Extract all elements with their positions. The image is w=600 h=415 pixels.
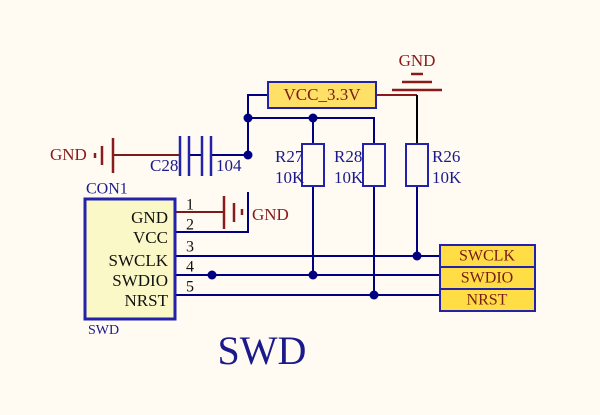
port-nrst-box[interactable] bbox=[439, 288, 536, 312]
resistor-r27-value: 10K bbox=[275, 168, 305, 187]
capacitor-104-label: 104 bbox=[216, 156, 242, 175]
connector-pin-label-2: VCC bbox=[133, 228, 168, 247]
junction-dots bbox=[207, 113, 422, 300]
connector-pin-number-2: 2 bbox=[186, 217, 194, 234]
connector-pin-number-3: 3 bbox=[186, 239, 194, 256]
junction-r28-nrst bbox=[369, 290, 379, 300]
gnd-left-symbol bbox=[93, 138, 115, 173]
gnd-connector-label: GND bbox=[252, 205, 289, 224]
vcc-net-label: VCC_3.3V bbox=[284, 85, 362, 104]
vcc-net-box[interactable] bbox=[267, 81, 377, 109]
sheet-title: SWD bbox=[218, 328, 307, 373]
connector-pin-label-3: SWCLK bbox=[109, 251, 169, 270]
connector-pin-number-5: 5 bbox=[186, 279, 194, 296]
resistor-r28-designator: R28 bbox=[334, 147, 362, 166]
resistor-r26-body bbox=[405, 143, 429, 187]
wire-cap-to-vcc bbox=[247, 94, 269, 156]
wire-pin2 bbox=[174, 192, 249, 233]
capacitor-104 bbox=[200, 136, 213, 176]
junction-pin4-stub bbox=[207, 270, 217, 280]
gnd-connector-symbol bbox=[222, 196, 244, 229]
resistor-r27-designator: R27 bbox=[275, 147, 304, 166]
gnd-left-label: GND bbox=[50, 145, 87, 164]
connector-body[interactable] bbox=[83, 197, 177, 321]
capacitor-c28 bbox=[178, 136, 191, 176]
capacitor-c28-label: C28 bbox=[150, 156, 178, 175]
junction-vcc-left bbox=[243, 113, 253, 123]
resistor-r27-body bbox=[301, 143, 325, 187]
connector-pin-label-5: NRST bbox=[125, 291, 169, 310]
junction-r27-swdio bbox=[308, 270, 318, 280]
connector-pin-label-1: GND bbox=[131, 208, 168, 227]
resistor-r26-designator: R26 bbox=[432, 147, 460, 166]
gnd-power-symbol bbox=[392, 72, 442, 92]
port-nrst-label: NRST bbox=[467, 292, 508, 309]
resistor-r28-body bbox=[362, 143, 386, 187]
junction-r26-swclk bbox=[412, 251, 422, 261]
connector-pin-number-4: 4 bbox=[186, 259, 194, 276]
junction-vcc-r27 bbox=[308, 113, 318, 123]
connector-pin-number-1: 1 bbox=[186, 197, 194, 214]
connector-pin-label-4: SWDIO bbox=[112, 271, 168, 290]
resistor-r26-value: 10K bbox=[432, 168, 462, 187]
port-swdio-label: SWDIO bbox=[461, 270, 513, 287]
resistor-r28-value: 10K bbox=[334, 168, 364, 187]
connector-name: SWD bbox=[88, 323, 119, 338]
gnd-power-label: GND bbox=[399, 51, 436, 70]
connector-designator: CON1 bbox=[86, 181, 128, 198]
junction-cap-rail bbox=[243, 150, 253, 160]
port-swclk-label: SWCLK bbox=[459, 248, 515, 265]
